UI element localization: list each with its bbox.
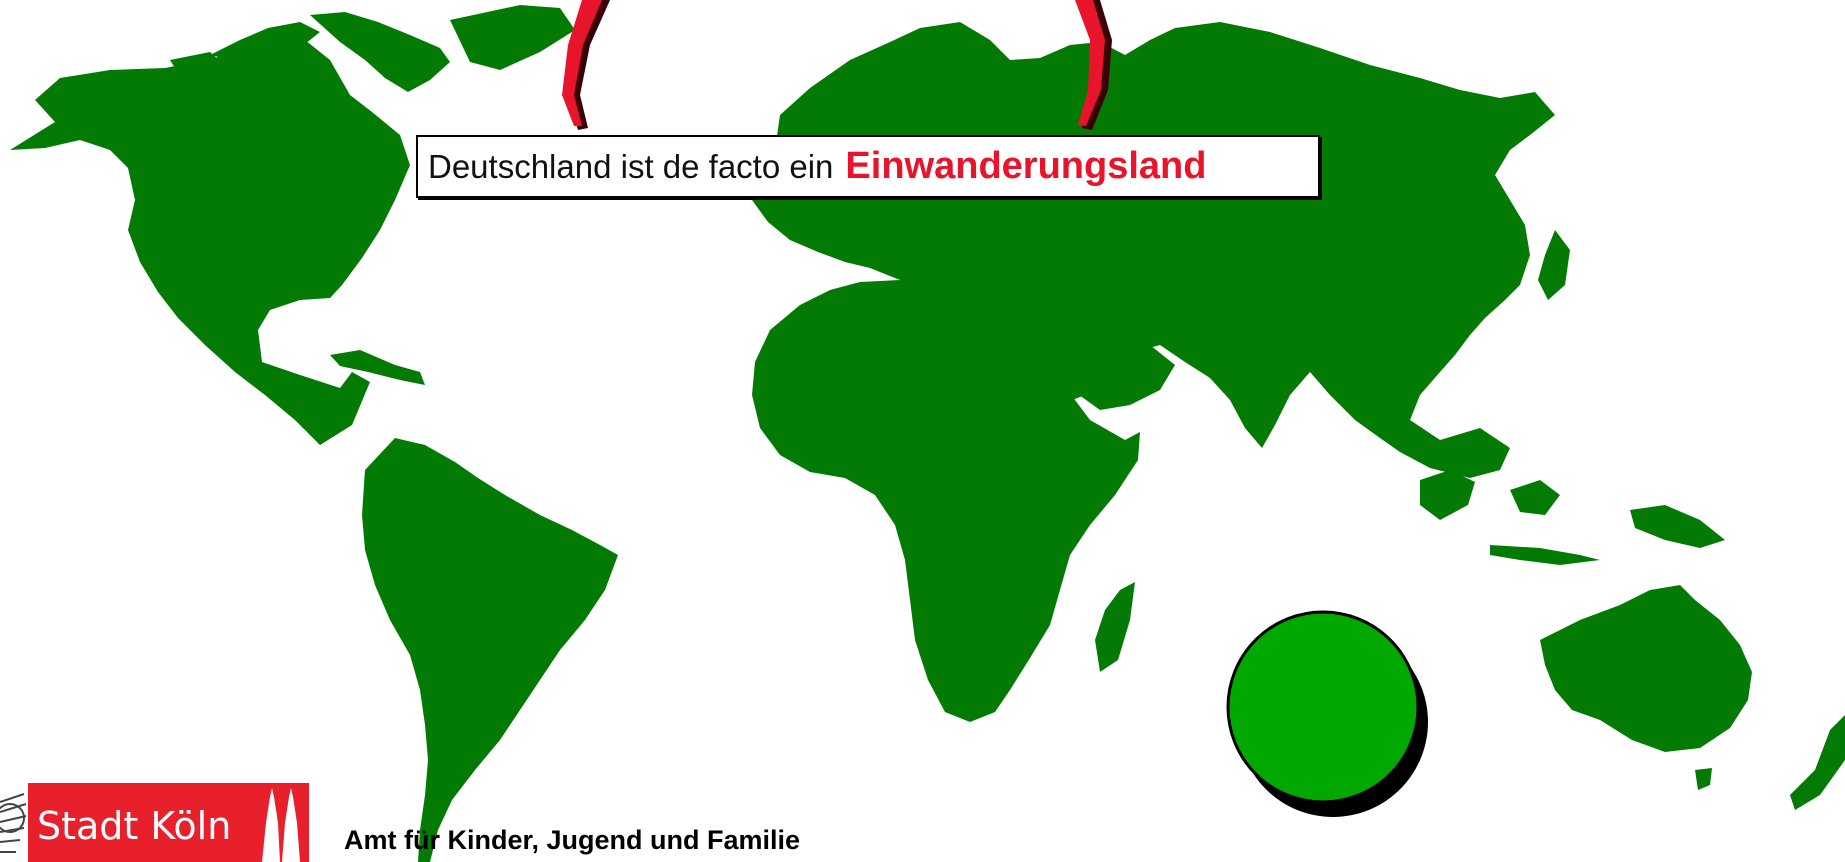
green-circle-marker-icon [1226,610,1428,817]
headline-callout: Deutschland ist de facto ein Einwanderun… [416,135,1320,198]
australia [1540,585,1752,752]
callout-text: Deutschland ist de facto ein [428,147,834,185]
callout-highlight: Einwanderungsland [845,145,1207,187]
cathedral-icon [262,788,300,862]
red-arrow-icon [562,0,1112,130]
south-america [362,438,618,862]
cologne-emblem-icon [0,793,27,853]
logo-text: Stadt Köln [37,804,232,848]
stadt-koeln-logo: Stadt Köln [28,783,309,862]
africa [752,280,1140,722]
north-america [10,40,410,445]
department-label: Amt für Kinder, Jugend und Familie [344,825,801,855]
